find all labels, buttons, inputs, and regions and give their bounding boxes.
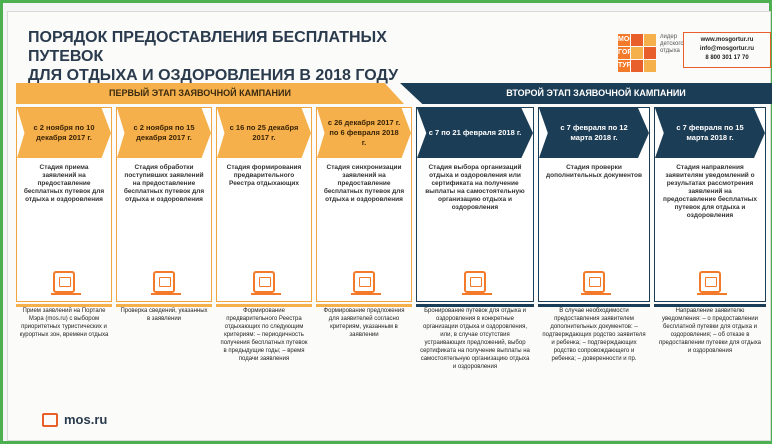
stage-column-5: с 7 по 21 февраля 2018 г. Стадия выбора …	[416, 107, 534, 302]
stage-column-1: с 2 ноября по 10 декабря 2017 г. Стадия …	[16, 107, 112, 302]
stage-date-4: с 26 декабря 2017 г. по 6 февраля 2018 г…	[317, 108, 411, 158]
stage-title-3: Стадия формирования предварительного Рее…	[226, 164, 302, 187]
document-icon	[51, 271, 81, 295]
phase2-banner: ВТОРОЙ ЭТАП ЗАЯВОЧНОЙ КАМПАНИИ	[400, 83, 772, 104]
stage-column-4: с 26 декабря 2017 г. по 6 февраля 2018 г…	[316, 107, 412, 302]
stage-column-3: с 16 по 25 декабря 2017 г. Стадия формир…	[216, 107, 312, 302]
stage-column-7: с 7 февраля по 15 марта 2018 г. Стадия н…	[654, 107, 766, 302]
stage-date-3: с 16 по 25 декабря 2017 г.	[217, 108, 311, 158]
mosgortur-logo: МОС ГОР ТУР лидер детского отдыха	[618, 34, 696, 72]
stage-detail-7: Направление заявителю уведомления: – о п…	[654, 304, 766, 416]
stage-detail-3: Формирование предварительного Реестра от…	[216, 304, 312, 416]
contact-email[interactable]: info@mosgortur.ru	[699, 46, 755, 52]
stage-date-5: с 7 по 21 февраля 2018 г.	[417, 108, 533, 158]
stage-title-2: Стадия обработки поступивших заявлений н…	[123, 164, 205, 203]
mosru-logo[interactable]: mos.ru	[42, 412, 107, 427]
page-title: ПОРЯДОК ПРЕДОСТАВЛЕНИЯ БЕСПЛАТНЫХ ПУТЕВО…	[28, 29, 399, 84]
contact-phone: 8 800 301 17 70	[705, 55, 749, 61]
contacts-box: www.mosgortur.ru info@mosgortur.ru 8 800…	[683, 32, 771, 68]
infographic-sheet: ПОРЯДОК ПРЕДОСТАВЛЕНИЯ БЕСПЛАТНЫХ ПУТЕВО…	[7, 11, 772, 441]
stage-date-7: с 7 февраля по 15 марта 2018 г.	[655, 108, 765, 158]
beach-umbrella-icon	[462, 271, 492, 295]
stage-title-4: Стадия синхронизации заявлений на предос…	[323, 164, 405, 203]
notification-icon	[697, 271, 727, 295]
stage-date-6: с 7 февраля по 12 марта 2018 г.	[539, 108, 649, 158]
footer-brand: mos.ru	[64, 412, 108, 427]
stage-title-7: Стадия направления заявителям уведомлени…	[663, 164, 757, 219]
stage-detail-6: В случае необходимости предоставления за…	[538, 304, 650, 416]
stage-detail-2: Проверка сведений, указанных в заявлении	[116, 304, 212, 416]
stage-title-1: Стадия приема заявлений на предоставлени…	[23, 164, 105, 203]
stage-date-2: с 2 ноября по 15 декабря 2017 г.	[117, 108, 211, 158]
maze-icon	[351, 271, 381, 295]
phase1-banner: ПЕРВЫЙ ЭТАП ЗАЯВОЧНОЙ КАМПАНИИ	[16, 83, 404, 104]
stage-detail-4: Формирование предложения для заявителей …	[316, 304, 412, 416]
contact-site[interactable]: www.mosgortur.ru	[700, 37, 754, 43]
stage-date-1: с 2 ноября по 10 декабря 2017 г.	[17, 108, 111, 158]
people-icon	[251, 271, 281, 295]
stage-title-5: Стадия выбора организаций отдыха и оздор…	[425, 164, 525, 211]
logo-grid: МОС ГОР ТУР	[618, 34, 656, 72]
logo-tagline: лидер детского отдыха	[660, 34, 684, 54]
stage-column-6: с 7 февраля по 12 марта 2018 г. Стадия п…	[538, 107, 650, 302]
stage-title-6: Стадия проверки дополнительных документо…	[546, 164, 642, 179]
stage-column-2: с 2 ноября по 15 декабря 2017 г. Стадия …	[116, 107, 212, 302]
stage-detail-5: Бронирование путевок для отдыха и оздоро…	[416, 304, 534, 416]
checklist-icon	[151, 271, 181, 295]
speech-bubble-icon	[42, 412, 58, 427]
document-check-icon	[581, 271, 611, 295]
stage-detail-1: Прием заявлений на Портале Мэра (mos.ru)…	[16, 304, 112, 416]
